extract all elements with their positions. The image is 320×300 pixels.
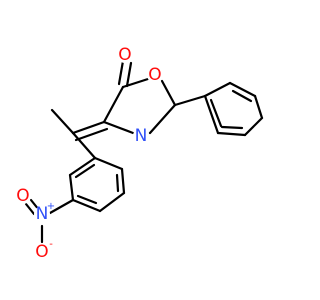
bond-ar-6 — [68, 156, 97, 177]
bond-ar-inner-2 — [76, 194, 98, 205]
charge-label-o-nitro-neg: - — [49, 239, 53, 250]
atom-label-n-ring: N — [135, 126, 148, 146]
atom-label-o-carbonyl: O — [118, 45, 131, 65]
atom-label-o-nitro-neg: O — [35, 242, 48, 262]
bonds-layer — [24, 59, 264, 244]
bond-ph-6 — [203, 94, 220, 135]
bond-c2-phenyl — [173, 94, 207, 107]
bond-ar-nitro — [48, 198, 75, 215]
bond-c4-n — [102, 120, 135, 135]
bond-o-ring-c2 — [160, 79, 177, 107]
bond-ar-4 — [71, 198, 102, 213]
bond-ph-inner-2 — [220, 125, 244, 130]
atom-label-n-nitro: N — [36, 204, 49, 224]
bond-n-c2 — [148, 103, 177, 135]
bond-cexo-aryl — [71, 131, 97, 160]
bond-c5-o-carbonyl-b — [117, 59, 125, 86]
bond-c4-cexo-b — [74, 127, 109, 142]
bond-c5-c4 — [102, 85, 125, 124]
charge-label-n-nitro: + — [47, 201, 55, 212]
atom-bg-o-nitro-neg — [34, 244, 50, 260]
atom-bg-o-carbonyl — [117, 47, 133, 63]
bond-ph-1 — [203, 81, 232, 98]
bond-ph-inner-1 — [231, 89, 253, 103]
atom-label-o-nitro-dbl: O — [16, 186, 29, 206]
bond-cexo-methyl — [50, 108, 75, 135]
atom-label-o-ring: O — [148, 65, 161, 85]
bond-ph-3 — [253, 94, 264, 120]
bond-ar-1 — [93, 156, 124, 171]
bond-ph-2 — [228, 81, 257, 98]
bond-ar-inner-1 — [115, 173, 120, 193]
bond-c5-o-carbonyl-a — [125, 61, 133, 88]
bond-ar-5 — [68, 173, 75, 202]
atom-bg-o-nitro-dbl — [15, 188, 31, 204]
atom-bg-n-ring — [133, 128, 149, 144]
atom-bg-o-ring — [147, 67, 163, 83]
atom-bg-n-nitro — [34, 206, 50, 222]
bond-ph-inner-3 — [209, 98, 223, 128]
bond-ar-2 — [120, 167, 126, 195]
bond-ph-4 — [243, 116, 264, 137]
bond-c4-cexo-a — [71, 120, 106, 135]
bond-nitro-o-dbl-a — [24, 202, 36, 216]
bond-ph-5 — [216, 131, 247, 137]
bond-ar-inner-3 — [74, 163, 96, 179]
bond-ar-3 — [98, 191, 126, 213]
